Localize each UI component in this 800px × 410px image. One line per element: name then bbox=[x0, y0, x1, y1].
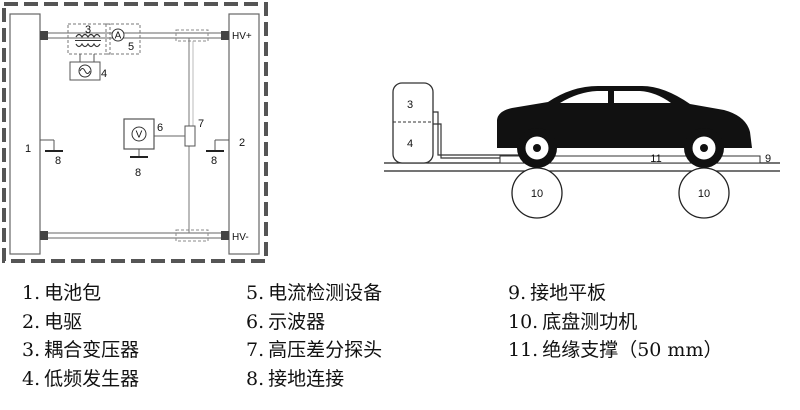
label-hv-plus: HV+ bbox=[232, 31, 252, 42]
label-9: 9 bbox=[765, 153, 771, 165]
vehicle-test-diagram: 9 3 4 11 10 10 bbox=[384, 82, 780, 219]
car-window-icon bbox=[614, 91, 671, 103]
label-8-drive: 8 bbox=[211, 155, 217, 167]
legend-column-2: 5.电流检测设备 6.示波器 7.高压差分探头 8.接地连接 bbox=[246, 279, 382, 393]
label-8-battery: 8 bbox=[55, 155, 61, 167]
label-2: 2 bbox=[239, 137, 245, 149]
label-4-cabinet: 4 bbox=[407, 138, 413, 150]
differential-probe-body bbox=[184, 125, 196, 147]
label-11: 11 bbox=[650, 153, 661, 165]
car-body-icon bbox=[497, 86, 752, 148]
label-hv-minus: HV- bbox=[232, 232, 249, 243]
car-hub-front-icon bbox=[533, 144, 541, 152]
transformer-coil-icon bbox=[75, 33, 101, 39]
transformer-coil-icon bbox=[75, 42, 101, 48]
current-detection-box bbox=[105, 23, 141, 55]
test-equipment-cabinet bbox=[392, 82, 434, 164]
label-4: 4 bbox=[101, 68, 107, 80]
label-8-scope: 8 bbox=[135, 167, 141, 179]
car-hub-rear-icon bbox=[700, 144, 708, 152]
car-window-icon bbox=[560, 91, 608, 103]
coupling-transformer-box bbox=[67, 23, 111, 55]
electric-drive-block bbox=[228, 13, 260, 255]
label-6: 6 bbox=[157, 122, 163, 134]
label-3: 3 bbox=[85, 24, 91, 36]
ammeter-icon bbox=[111, 28, 125, 42]
legend-item: 8.接地连接 bbox=[246, 367, 345, 390]
label-3-cabinet: 3 bbox=[407, 99, 413, 111]
legend-item: 1.电池包 bbox=[22, 282, 102, 304]
test-cable bbox=[433, 111, 525, 156]
enclosure-dashed-border bbox=[2, 2, 268, 263]
legend-item: 3.耦合变压器 bbox=[22, 339, 140, 362]
voltmeter-icon bbox=[131, 126, 147, 142]
insulation-support bbox=[499, 155, 761, 164]
terminal-marker bbox=[40, 31, 48, 40]
label-10-rear: 10 bbox=[698, 188, 710, 200]
legend-column-1: 1.电池包 2.电驱 3.耦合变压器 4.低频发生器 bbox=[22, 279, 139, 393]
cable-shield-top bbox=[175, 29, 209, 42]
label-1: 1 bbox=[25, 143, 31, 155]
legend-item: 6.示波器 bbox=[246, 310, 326, 333]
test-setup-figure: 3 A 5 4 7 V 6 8 8 bbox=[2, 2, 780, 263]
legend-item: 9.接地平板 bbox=[508, 282, 607, 304]
battery-pack-block bbox=[9, 13, 41, 255]
legend-item: 11.绝缘支撑（50 mm） bbox=[508, 339, 723, 362]
legend-item: 5.电流检测设备 bbox=[246, 282, 383, 304]
legend-item: 7.高压差分探头 bbox=[246, 339, 383, 362]
legend-item: 2.电驱 bbox=[22, 310, 83, 333]
terminal-marker bbox=[221, 231, 229, 240]
terminal-marker bbox=[221, 31, 229, 40]
legend-column-3: 9.接地平板 10.底盘测功机 11.绝缘支撑（50 mm） bbox=[508, 279, 722, 365]
cable-shield-bottom bbox=[175, 229, 209, 242]
ammeter-symbol: A bbox=[115, 31, 122, 42]
legend-item: 10.底盘测功机 bbox=[508, 310, 638, 333]
label-10-front: 10 bbox=[531, 188, 543, 200]
label-5: 5 bbox=[128, 41, 134, 53]
legend-item: 4.低频发生器 bbox=[22, 367, 140, 390]
voltmeter-symbol: V bbox=[136, 130, 143, 141]
test-cable bbox=[433, 123, 525, 159]
circuit-diagram: 3 A 5 4 7 V 6 8 8 bbox=[2, 2, 268, 263]
sine-wave-icon bbox=[79, 68, 91, 74]
terminal-marker bbox=[40, 231, 48, 240]
label-7: 7 bbox=[198, 118, 204, 130]
